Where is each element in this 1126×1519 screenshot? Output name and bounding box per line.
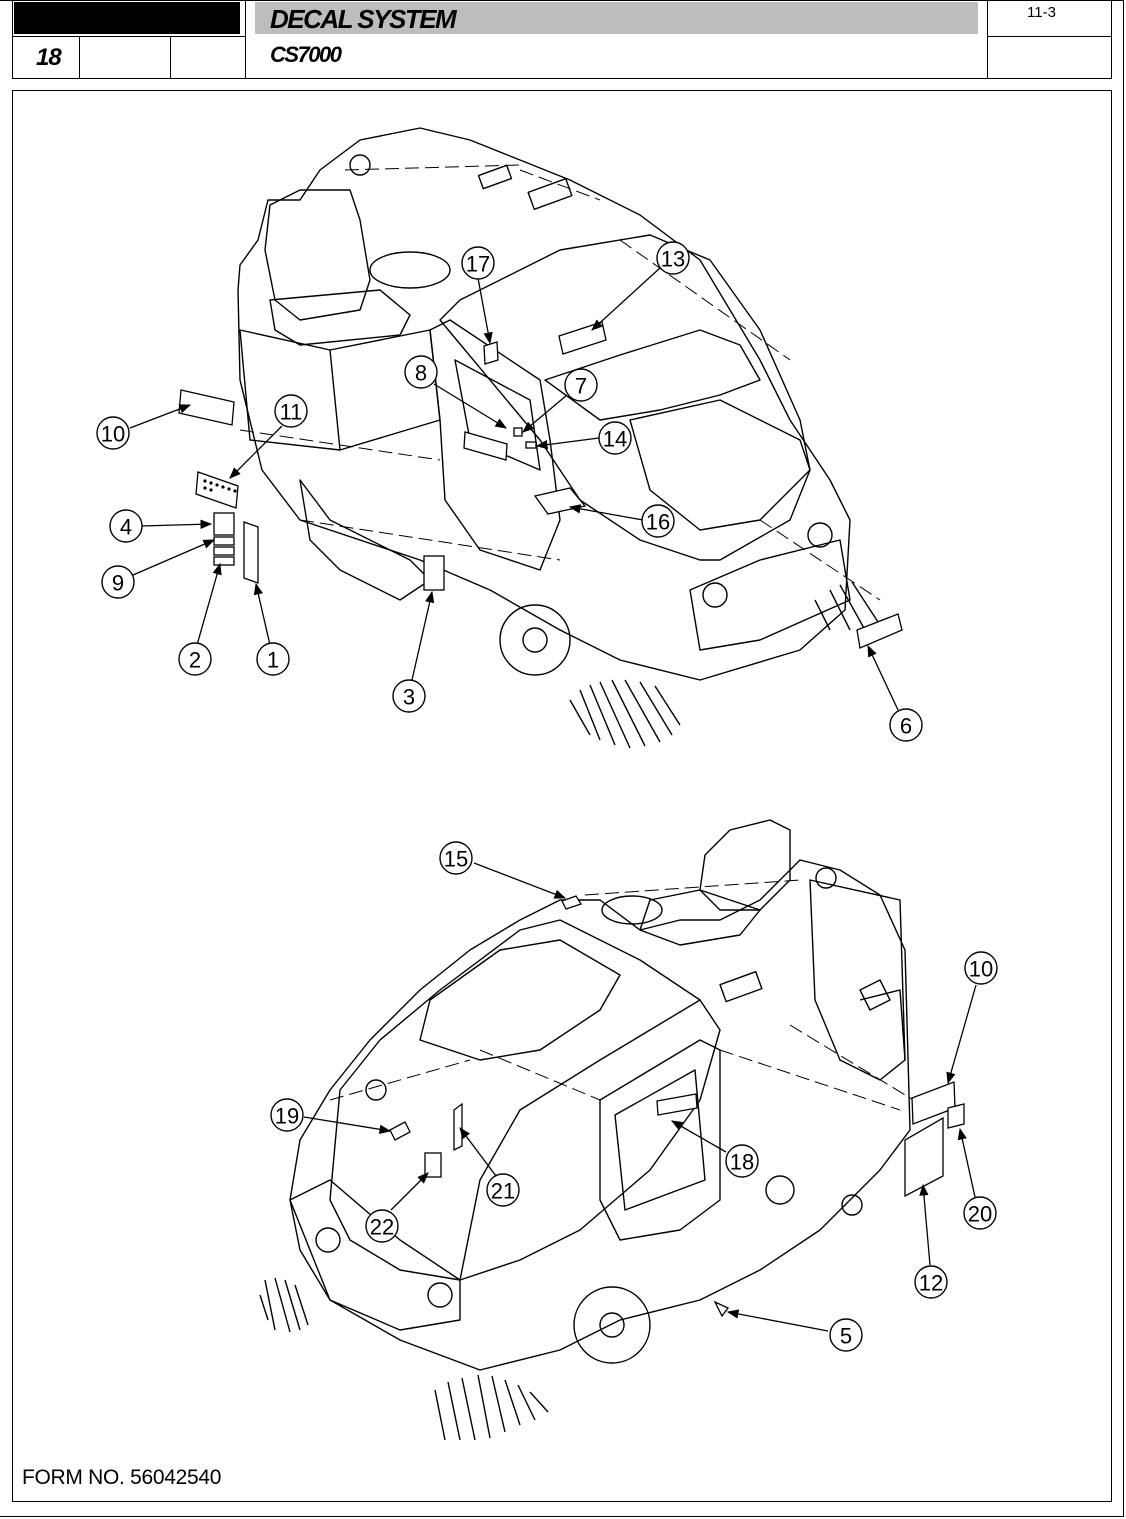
bottom-leaders <box>303 862 977 1332</box>
callout-label: 6 <box>900 714 912 739</box>
header-cell-rev-bottom <box>987 36 1112 79</box>
drawing-frame <box>12 90 1112 1502</box>
callout-label: 1 <box>267 648 279 673</box>
bottom-machine-drawing <box>259 819 931 1441</box>
callout-label: 17 <box>466 252 490 277</box>
callout-label: 4 <box>120 515 132 540</box>
top-leaders <box>129 267 899 711</box>
callout-label: 13 <box>661 247 685 272</box>
model-name: CS7000 <box>270 42 342 67</box>
callout-label: 2 <box>189 648 201 673</box>
decal-11 <box>195 471 239 509</box>
callout-label: 16 <box>646 510 670 535</box>
callout-label: 9 <box>112 571 124 596</box>
bottom-decals <box>389 895 965 1318</box>
page-title: DECAL SYSTEM <box>270 4 457 34</box>
callout-label: 14 <box>603 427 627 452</box>
top-machine-drawing <box>237 127 881 749</box>
callout-label: 15 <box>444 847 468 872</box>
callout-label: 5 <box>840 1324 852 1349</box>
bottom-callouts <box>270 841 998 1352</box>
bottom-callout-labels: 15 10 19 18 21 22 20 12 5 <box>275 847 993 1349</box>
callout-label: 10 <box>969 957 993 982</box>
page-number: 18 <box>36 44 62 71</box>
callout-label: 12 <box>919 1271 943 1296</box>
callout-label: 18 <box>730 1150 754 1175</box>
callout-label: 7 <box>575 374 587 399</box>
callout-label: 19 <box>275 1104 299 1129</box>
callout-label: 22 <box>370 1215 394 1240</box>
header-black-bar <box>14 2 240 34</box>
callout-label: 8 <box>415 361 427 386</box>
callout-label: 3 <box>403 685 415 710</box>
top-decals <box>178 321 903 649</box>
decal-11-dots <box>203 479 237 493</box>
callout-label: 21 <box>491 1179 515 1204</box>
form-number: FORM NO. 56042540 <box>22 1466 222 1489</box>
top-callout-labels: 17 13 8 7 10 11 14 16 4 9 2 1 3 6 <box>101 247 912 739</box>
header-title-bar <box>255 2 978 34</box>
callout-label: 11 <box>280 400 303 425</box>
callout-label: 20 <box>968 1202 992 1227</box>
top-callouts <box>96 241 923 742</box>
revision-code: 11-3 <box>1027 4 1056 21</box>
callout-label: 10 <box>101 422 125 447</box>
